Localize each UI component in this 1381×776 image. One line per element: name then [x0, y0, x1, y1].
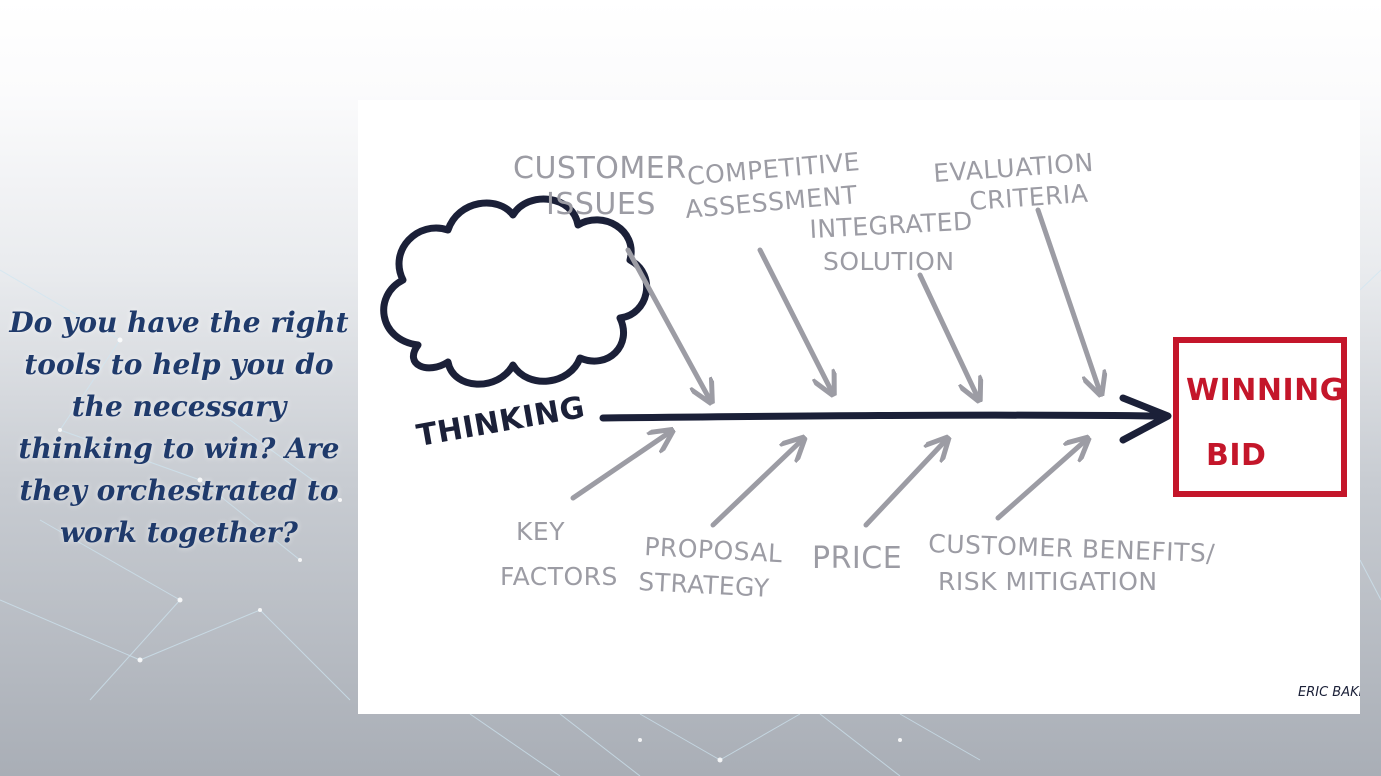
goal-label-line2: BID — [1206, 438, 1266, 473]
slide-question-text: Do you have the right tools to help you … — [9, 306, 349, 549]
fishbone-diagram-panel: THINKING WINNING BID CUSTOMER ISSUES COM… — [358, 100, 1360, 714]
label-integrated-solution-2: SOLUTION — [823, 247, 955, 276]
label-customer-issues-1: CUSTOMER — [513, 151, 687, 186]
label-key-factors-1: KEY — [516, 517, 565, 546]
bone-key-factors — [570, 432, 670, 501]
fishbone-diagram: THINKING WINNING BID CUSTOMER ISSUES COM… — [380, 147, 1360, 700]
spine-arrowhead — [1119, 394, 1172, 444]
bone-customer-issues — [625, 247, 710, 400]
bone-proposal-strategy — [710, 440, 802, 528]
thinking-cloud-shape — [380, 195, 651, 388]
bone-evaluation-criteria — [1035, 207, 1100, 392]
cloud-label: THINKING — [414, 390, 587, 454]
label-customer-benefits-1: CUSTOMER BENEFITS/ — [928, 529, 1216, 568]
bone-customer-benefits — [995, 440, 1086, 521]
bone-integrated-solution — [917, 272, 978, 398]
label-integrated-solution-1: INTEGRATED — [809, 206, 974, 244]
label-key-factors-2: FACTORS — [500, 562, 618, 591]
label-customer-benefits-2: RISK MITIGATION — [938, 567, 1158, 596]
label-price: PRICE — [812, 541, 902, 576]
bone-price — [863, 440, 946, 528]
winning-bid-box — [1173, 337, 1347, 497]
label-proposal-strategy-2: STRATEGY — [638, 567, 771, 603]
label-proposal-strategy-1: PROPOSAL — [644, 532, 784, 568]
spine-arrow — [599, 411, 1162, 422]
bone-competitive-assessment — [757, 247, 832, 392]
label-customer-issues-2: ISSUES — [546, 187, 656, 222]
artist-signature: ERIC BAKEY — [1298, 685, 1360, 700]
goal-label-line1: WINNING — [1186, 373, 1345, 408]
